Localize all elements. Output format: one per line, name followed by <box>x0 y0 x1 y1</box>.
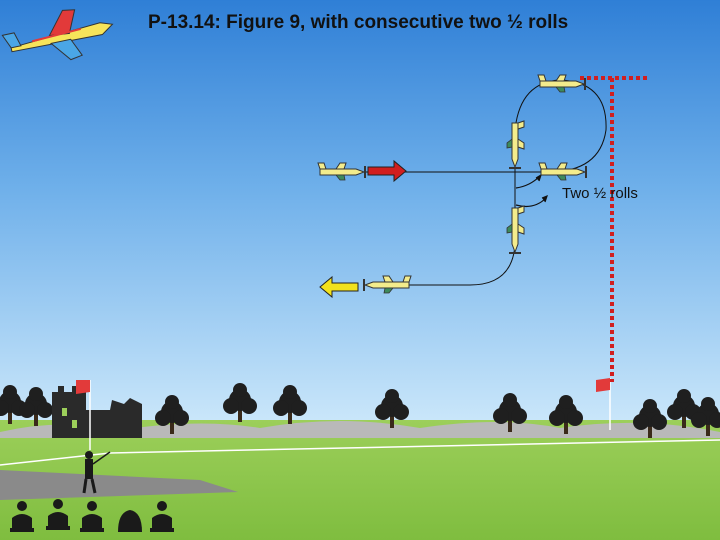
aerobatic-box-line <box>580 76 648 382</box>
castle-icon <box>52 386 142 438</box>
roll-arrows <box>515 173 548 208</box>
flag-icon <box>76 380 91 450</box>
flight-path <box>356 79 607 286</box>
plane-icon <box>537 74 587 93</box>
runway <box>0 470 238 500</box>
pilot-icon <box>82 451 111 494</box>
sky-background <box>0 0 720 420</box>
plane-icon <box>362 275 412 294</box>
flag-icon <box>596 378 611 430</box>
stunt-plane-logo <box>1 9 114 61</box>
rolls-annotation: Two ½ rolls <box>562 185 638 202</box>
plane-icon <box>506 120 525 170</box>
entry-arrow-icon <box>367 159 407 183</box>
plane-icon <box>538 162 588 181</box>
exit-arrow-icon <box>319 275 359 299</box>
figure-title: P-13.14: Figure 9, with consecutive two … <box>148 12 569 33</box>
plane-icon <box>506 205 525 255</box>
spectator-icon <box>10 499 174 532</box>
plane-icon <box>317 162 367 181</box>
